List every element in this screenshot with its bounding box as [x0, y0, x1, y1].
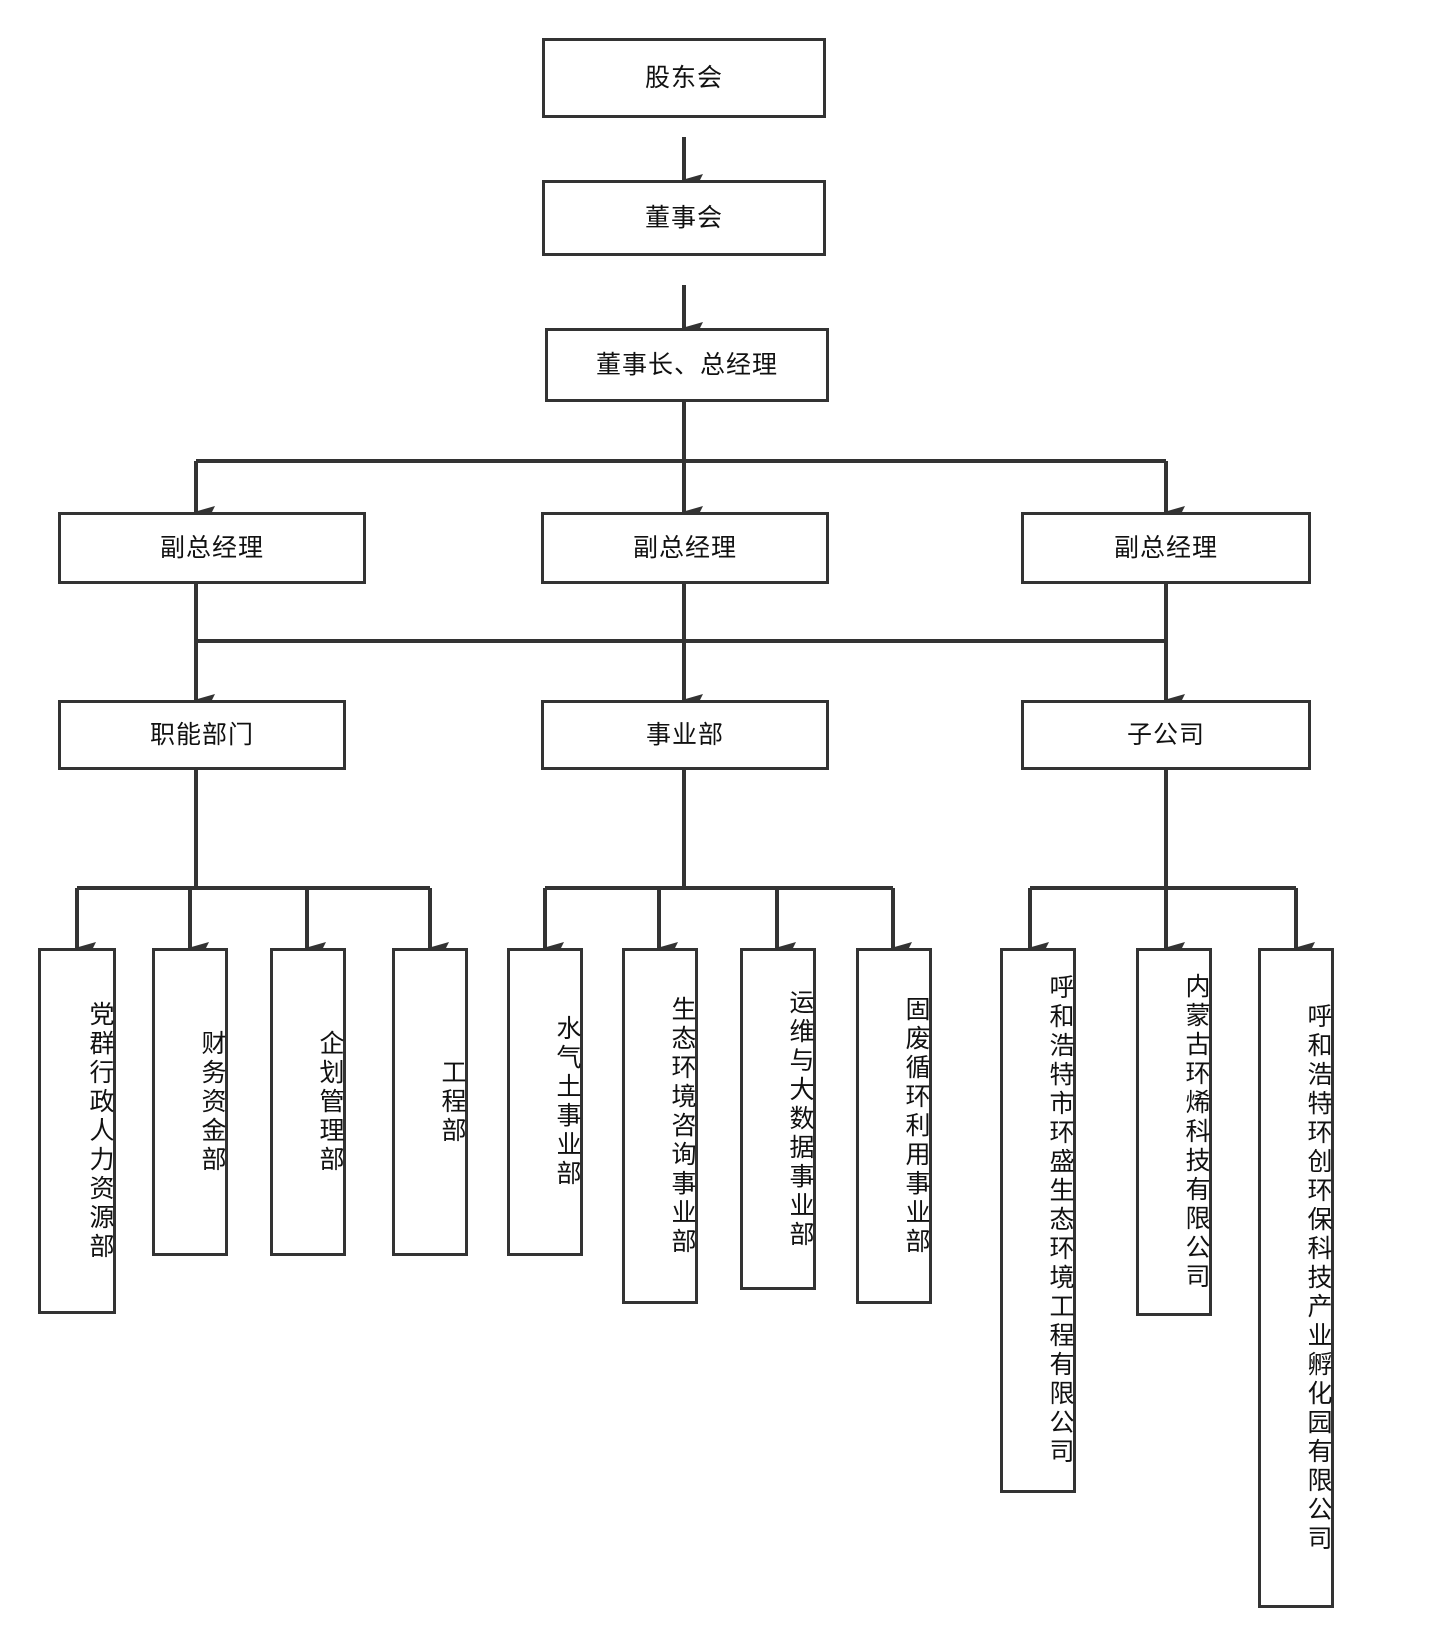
node-label: 固废循环利用事业部: [902, 995, 931, 1257]
node-label: 副总经理: [632, 533, 737, 562]
node-label: 企划管理部: [316, 1029, 345, 1175]
node-label: 生态环境咨询事业部: [668, 995, 697, 1257]
node-label: 工程部: [438, 1058, 467, 1146]
node-label: 职能部门: [149, 720, 254, 749]
node-functional-department-1[interactable]: 党群行政人力资源部: [38, 948, 116, 1314]
node-business-unit-2[interactable]: 生态环境咨询事业部: [622, 948, 698, 1304]
node-business-unit-4[interactable]: 固废循环利用事业部: [856, 948, 932, 1304]
node-group-functional-departments[interactable]: 职能部门: [58, 700, 346, 770]
node-label: 呼和浩特市环盛生态环境工程有限公司: [1046, 974, 1075, 1467]
node-shareholders-meeting[interactable]: 股东会: [542, 38, 826, 118]
node-functional-department-2[interactable]: 财务资金部: [152, 948, 228, 1256]
node-label: 董事长、总经理: [595, 350, 778, 379]
node-label: 党群行政人力资源部: [86, 1000, 115, 1262]
node-label: 财务资金部: [198, 1029, 227, 1175]
node-functional-department-4[interactable]: 工程部: [392, 948, 468, 1256]
node-business-unit-1[interactable]: 水气土事业部: [507, 948, 583, 1256]
node-board-of-directors[interactable]: 董事会: [542, 180, 826, 256]
node-functional-department-3[interactable]: 企划管理部: [270, 948, 346, 1256]
node-subsidiary-1[interactable]: 呼和浩特市环盛生态环境工程有限公司: [1000, 948, 1076, 1493]
node-label: 内蒙古环烯科技有限公司: [1182, 972, 1211, 1292]
node-group-subsidiaries[interactable]: 子公司: [1021, 700, 1311, 770]
node-deputy-general-manager-2[interactable]: 副总经理: [541, 512, 829, 584]
node-label: 副总经理: [1113, 533, 1218, 562]
node-label: 水气土事业部: [553, 1015, 582, 1189]
node-label: 董事会: [644, 203, 723, 232]
node-subsidiary-2[interactable]: 内蒙古环烯科技有限公司: [1136, 948, 1212, 1316]
node-subsidiary-3[interactable]: 呼和浩特环创环保科技产业孵化园有限公司: [1258, 948, 1334, 1608]
node-label: 事业部: [645, 720, 724, 749]
node-label: 运维与大数据事业部: [786, 988, 815, 1250]
node-chairman-general-manager[interactable]: 董事长、总经理: [545, 328, 829, 402]
node-label: 子公司: [1126, 720, 1205, 749]
node-deputy-general-manager-1[interactable]: 副总经理: [58, 512, 366, 584]
node-group-business-units[interactable]: 事业部: [541, 700, 829, 770]
node-deputy-general-manager-3[interactable]: 副总经理: [1021, 512, 1311, 584]
node-label: 股东会: [644, 63, 723, 92]
node-label: 副总经理: [159, 533, 264, 562]
node-label: 呼和浩特环创环保科技产业孵化园有限公司: [1304, 1002, 1333, 1554]
node-business-unit-3[interactable]: 运维与大数据事业部: [740, 948, 816, 1290]
